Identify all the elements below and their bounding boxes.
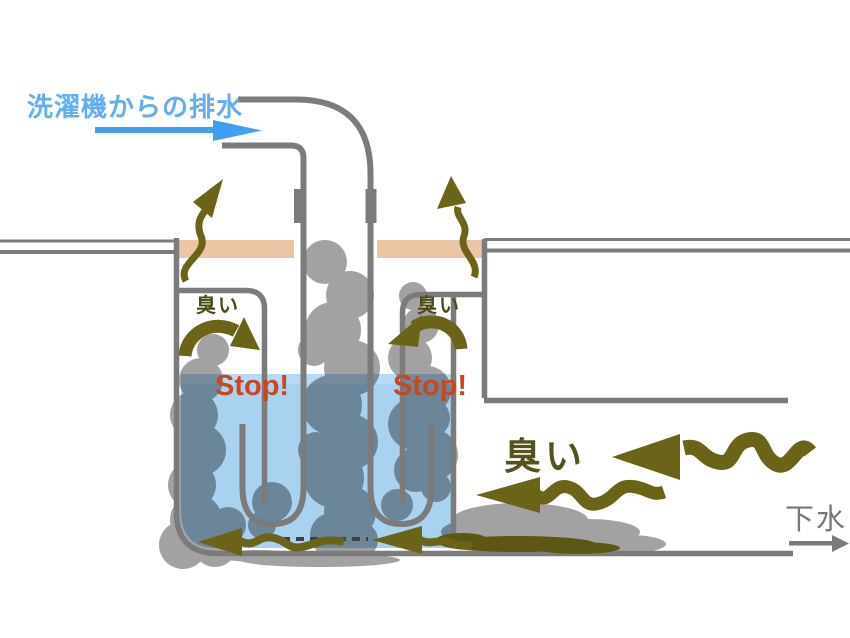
inflow-arrow xyxy=(95,120,262,141)
odor-label-large: 臭い xyxy=(504,436,586,477)
odor-label-right-chamber: 臭い xyxy=(417,295,461,317)
odor-arrow-wavy-upper xyxy=(612,432,816,480)
pipe-socket-right xyxy=(365,189,377,223)
sewer-arrow xyxy=(789,535,849,552)
floor-slab xyxy=(178,240,482,258)
trap-partition-right xyxy=(399,291,484,503)
water-surface xyxy=(181,374,451,384)
standpipe-inner-wall xyxy=(222,142,307,528)
stop-label-left: Stop! xyxy=(215,370,290,402)
inflow-label: 洗濯機からの排水 xyxy=(27,92,244,122)
odor-arrow-up-left xyxy=(180,179,223,283)
odor-arrow-wavy-lower xyxy=(476,477,667,513)
sewer-smoke xyxy=(159,240,666,569)
odor-arrow-curl-left-chamber xyxy=(178,317,260,358)
floor-slab-right xyxy=(377,240,482,258)
standpipe-outer-wall xyxy=(238,96,435,528)
odor-arrows xyxy=(178,176,816,556)
sewer-label: 下水 xyxy=(785,504,848,536)
stop-label-right: Stop! xyxy=(393,370,468,402)
odor-arrow-up-right xyxy=(437,176,479,279)
pit-wall-and-drain-bottom xyxy=(173,238,793,557)
pipe-socket-left xyxy=(294,189,305,223)
odor-arrow-drain-left xyxy=(198,528,345,556)
odor-blobs xyxy=(436,533,620,554)
trap-partition-left xyxy=(179,287,268,503)
odor-arrow-curl-right-chamber xyxy=(388,315,468,351)
smoke-column-center xyxy=(298,240,380,558)
odor-arrow-under-trap xyxy=(372,526,473,554)
floor-slab-left xyxy=(178,240,294,258)
smoke-column-left xyxy=(159,334,292,569)
odor-label-left-chamber: 臭い xyxy=(196,295,240,317)
